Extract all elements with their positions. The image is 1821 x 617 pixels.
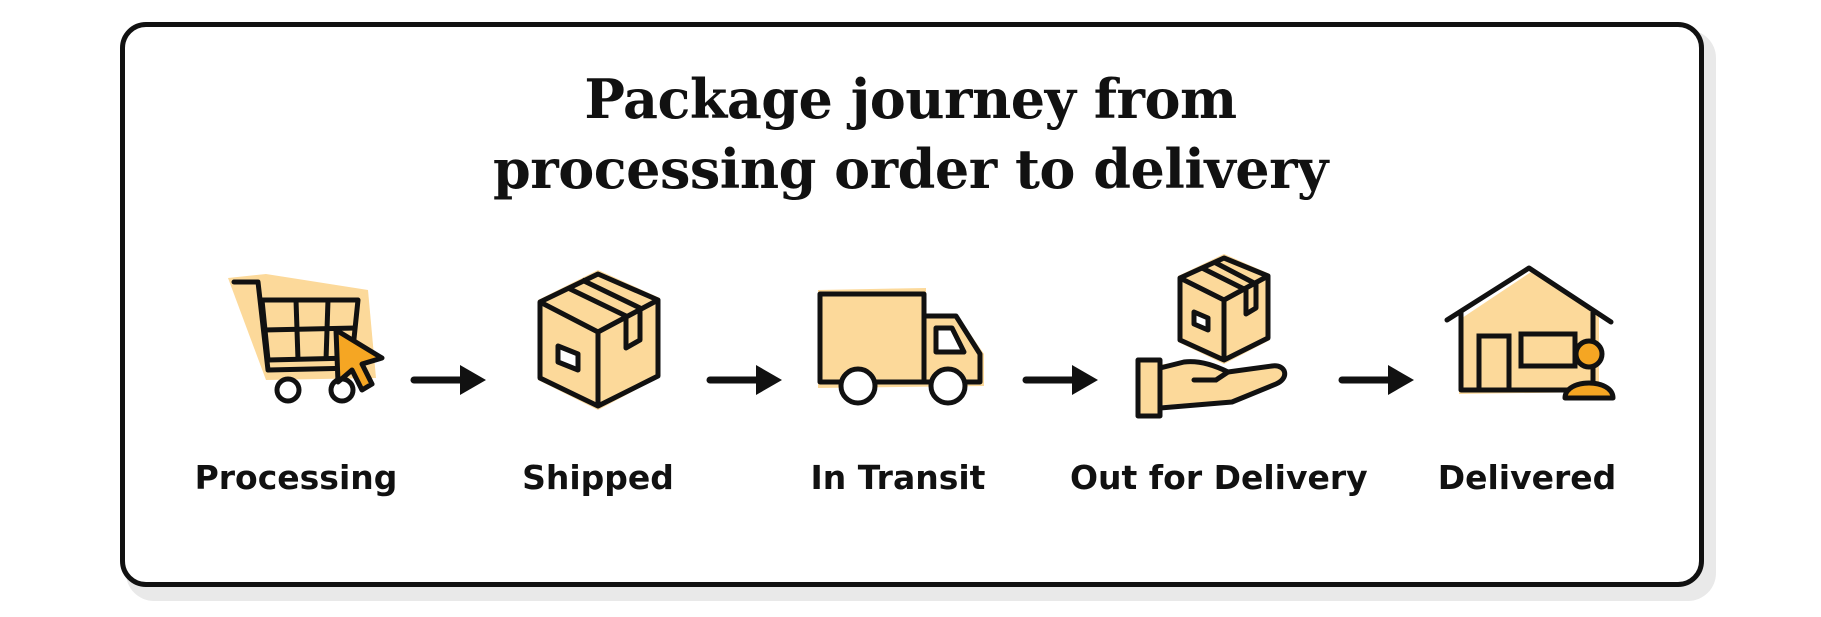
shopping-cart-cursor-icon	[228, 274, 385, 404]
hand-box-icon	[1135, 254, 1288, 419]
step-label: In Transit	[810, 458, 986, 497]
step-label: Delivered	[1437, 458, 1617, 497]
box-icon	[537, 270, 661, 410]
arrow-right-icon	[410, 365, 486, 395]
step-label: Processing	[194, 458, 398, 497]
diagram-title: Package journey from processing order to…	[0, 64, 1821, 204]
step-label: Shipped	[522, 458, 674, 497]
arrow-right-icon	[706, 365, 782, 395]
step-processing: Processing	[156, 250, 436, 500]
title-line-2: processing order to delivery	[493, 137, 1328, 201]
step-shipped: Shipped	[458, 250, 738, 500]
truck-icon	[817, 288, 984, 406]
title-line-1: Package journey from	[584, 67, 1237, 131]
step-delivered: Delivered	[1387, 250, 1667, 500]
step-label: Out for Delivery	[1070, 458, 1368, 497]
step-out-for-delivery: Out for Delivery	[1070, 250, 1368, 500]
arrow-right-icon	[1022, 365, 1098, 395]
step-in-transit: In Transit	[758, 250, 1038, 500]
house-person-icon	[1444, 265, 1616, 401]
arrow-right-icon	[1338, 365, 1414, 395]
